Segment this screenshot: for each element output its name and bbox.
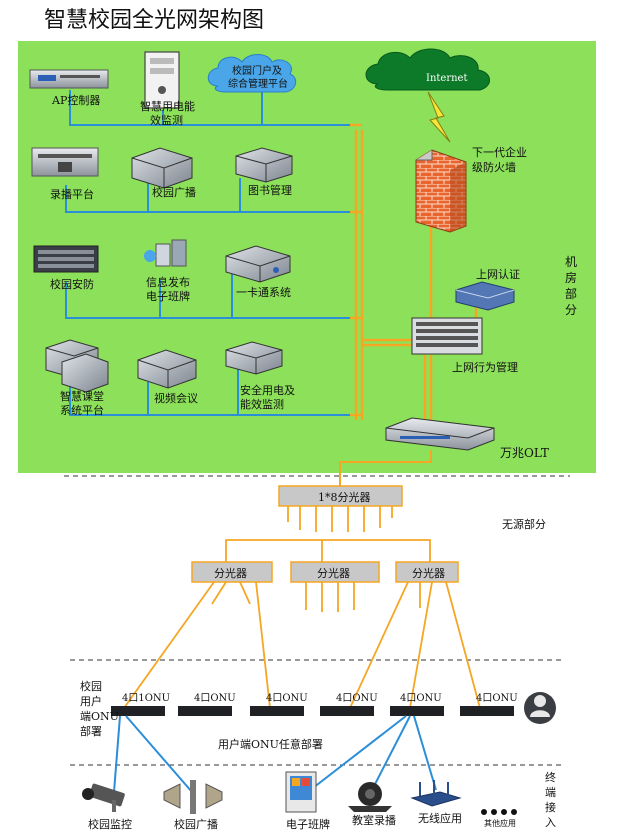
terminal-eboard-label: 电子班牌 xyxy=(286,817,330,831)
passive-section-label: 无源部分 xyxy=(502,517,546,531)
internet-cloud-label: Internet xyxy=(426,73,467,84)
ap-controller-device xyxy=(29,69,109,89)
one-card-label: 一卡通系统 xyxy=(236,286,291,299)
recording-camera-icon xyxy=(348,782,392,812)
onu-deploy-label-3: 端ONU xyxy=(80,710,119,723)
splitter-fibers xyxy=(123,581,481,709)
campus-broadcast-device xyxy=(131,147,193,189)
energy-monitor-label-2: 效监测 xyxy=(150,113,183,127)
more-dots-icon xyxy=(481,809,517,815)
safety-power-label-1: 安全用电及 xyxy=(240,383,295,397)
lightning-icon xyxy=(427,91,451,143)
terminal-access-label-1: 终 xyxy=(545,770,556,784)
campus-broadcast-label: 校园广播 xyxy=(152,185,196,199)
onu-4 xyxy=(320,706,374,716)
energy-monitor-server xyxy=(144,51,180,109)
olt-label: 万兆OLT xyxy=(500,446,549,460)
speaker-icon xyxy=(163,780,223,814)
onu-deploy-label-2: 用户 xyxy=(80,694,102,708)
ap-controller-label: AP控制器 xyxy=(51,93,100,107)
terminal-access-label-4: 入 xyxy=(545,816,556,829)
onu-anywhere-label: 用户端ONU任意部署 xyxy=(218,737,323,751)
olt-device xyxy=(385,417,495,451)
machine-room-label-1: 机 xyxy=(565,255,577,269)
library-device xyxy=(235,147,293,183)
onu-1-label: 4口1ONU xyxy=(122,693,170,704)
splitter-middle xyxy=(290,561,380,583)
onu-2 xyxy=(178,706,232,716)
internet-cloud xyxy=(365,48,490,91)
onu-6 xyxy=(460,706,514,716)
terminal-broadcast-label: 校园广播 xyxy=(174,817,218,831)
onu-3-label: 4口ONU xyxy=(266,693,308,704)
machine-room-label-4: 分 xyxy=(565,303,577,317)
user-avatar-icon xyxy=(524,692,556,724)
video-conf-label: 视频会议 xyxy=(154,391,198,405)
onu-deploy-label-1: 校园 xyxy=(80,679,102,693)
terminal-cables xyxy=(113,715,437,799)
core-chassis-device xyxy=(411,317,483,355)
onu-1 xyxy=(111,706,165,716)
wireless-ap-icon xyxy=(410,780,462,807)
machine-room-label-2: 房 xyxy=(565,270,577,285)
portal-cloud xyxy=(207,54,297,93)
equipment-links xyxy=(65,90,350,416)
info-release-device xyxy=(144,239,187,267)
portal-cloud-label-2: 综合管理平台 xyxy=(228,77,288,90)
machine-room-zone xyxy=(18,41,596,473)
onu-5-label: 4口ONU xyxy=(400,693,442,704)
backbone-bus xyxy=(350,123,478,428)
campus-security-device xyxy=(33,245,99,273)
video-conf-device xyxy=(137,349,197,389)
splitter-left-label: 分光器 xyxy=(214,566,247,580)
e-board-icon xyxy=(285,771,317,813)
portal-cloud-label-1: 校园门户及 xyxy=(232,64,282,77)
safety-power-label-2: 能效监测 xyxy=(240,397,284,411)
section-dividers xyxy=(64,475,570,766)
energy-monitor-label-1: 智慧用电能 xyxy=(140,99,195,113)
safety-power-device xyxy=(225,341,283,375)
terminal-access-label-2: 端 xyxy=(545,786,556,799)
splitter-right-label: 分光器 xyxy=(412,566,445,580)
firewall-label-2: 级防火墙 xyxy=(472,160,516,174)
smart-classroom-label-1: 智慧课堂 xyxy=(60,389,104,403)
info-release-label-2: 电子班牌 xyxy=(146,289,190,303)
onu-deploy-label-4: 部署 xyxy=(80,724,102,738)
library-label: 图书管理 xyxy=(248,183,292,197)
splitter-right xyxy=(395,561,459,583)
campus-security-label: 校园安防 xyxy=(50,277,94,291)
terminal-wireless-label: 无线应用 xyxy=(418,811,462,825)
info-release-label-1: 信息发布 xyxy=(146,275,190,289)
main-splitter xyxy=(278,485,403,507)
one-card-device xyxy=(225,245,291,283)
camera-icon xyxy=(82,783,125,812)
onu-4-label: 4口ONU xyxy=(336,693,378,704)
splitter-left xyxy=(191,561,273,583)
recording-platform-device xyxy=(31,147,99,177)
splitter-middle-label: 分光器 xyxy=(317,566,350,580)
auth-device xyxy=(455,281,515,311)
firewall-device xyxy=(415,149,467,233)
terminal-monitor-label: 校园监控 xyxy=(88,817,132,831)
onu-6-label: 4口ONU xyxy=(476,693,518,704)
terminal-other-label: 其他应用 xyxy=(484,818,516,828)
auth-label: 上网认证 xyxy=(476,268,520,281)
onu-2-label: 4口ONU xyxy=(194,693,236,704)
main-splitter-fibers xyxy=(225,506,431,562)
smart-classroom-device xyxy=(45,339,109,393)
machine-room-label-3: 部 xyxy=(565,286,577,301)
behavior-label: 上网行为管理 xyxy=(452,360,518,374)
smart-classroom-label-2: 系统平台 xyxy=(60,403,104,417)
terminal-access-label-3: 接 xyxy=(545,801,556,814)
olt-fiber xyxy=(339,450,432,486)
onu-3 xyxy=(250,706,304,716)
firewall-label-1: 下一代企业 xyxy=(472,145,527,159)
main-splitter-label: 1*8分光器 xyxy=(318,490,371,504)
page-title: 智慧校园全光网架构图 xyxy=(44,8,264,33)
recording-platform-label: 录播平台 xyxy=(50,187,94,201)
onu-5 xyxy=(390,706,444,716)
terminal-recording-label: 教室录播 xyxy=(352,813,396,827)
